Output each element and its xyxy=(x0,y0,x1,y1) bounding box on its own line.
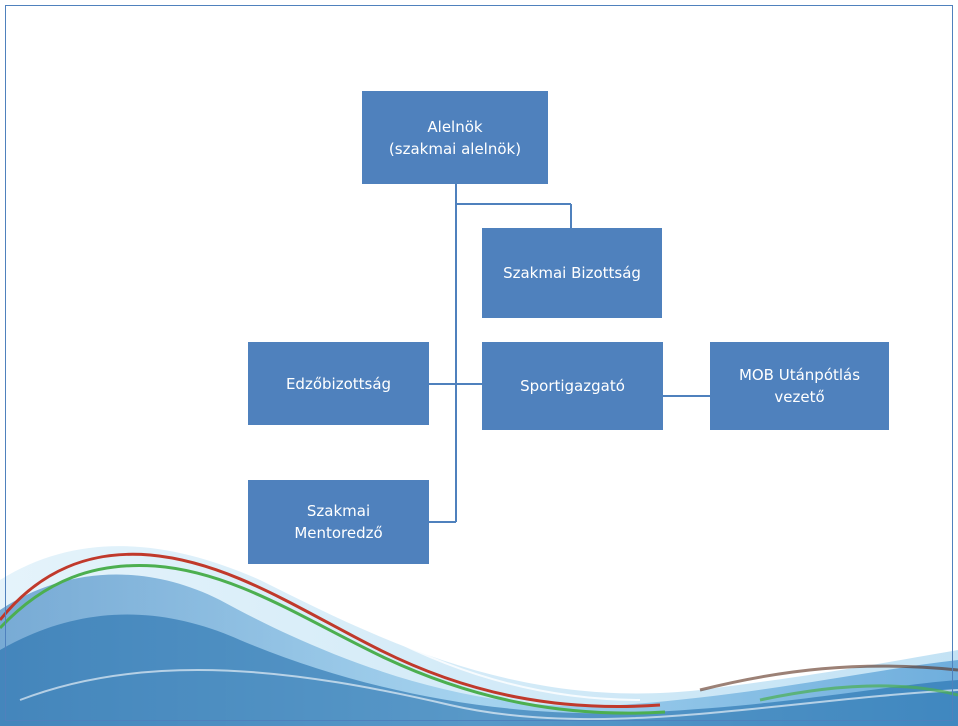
node-sportigazgato: Sportigazgató xyxy=(482,342,663,430)
node-edzobizottsag-label: Edzőbizottság xyxy=(285,374,392,393)
node-alelnok-subtitle: (szakmai alelnök) xyxy=(388,139,522,158)
node-alelnok: Alelnök (szakmai alelnök) xyxy=(362,91,548,184)
node-mob-line2: vezető xyxy=(774,388,825,406)
node-alelnok-title: Alelnök xyxy=(427,117,483,136)
node-mob-utanpotlas: MOB Utánpótlás vezető xyxy=(710,342,889,430)
node-mentoredzo-line1: Szakmai xyxy=(306,502,371,520)
node-mentoredzo: Szakmai Mentoredző xyxy=(248,480,429,564)
node-mentoredzo-line2: Mentoredző xyxy=(294,524,383,542)
node-szakmai-bizottsag: Szakmai Bizottság xyxy=(482,228,662,318)
node-mob-line1: MOB Utánpótlás xyxy=(738,366,861,384)
node-edzobizottsag: Edzőbizottság xyxy=(248,342,429,425)
node-szakmai-bizottsag-label: Szakmai Bizottság xyxy=(503,264,641,282)
node-sportigazgato-label: Sportigazgató xyxy=(520,377,625,395)
wave-decoration xyxy=(0,533,958,726)
